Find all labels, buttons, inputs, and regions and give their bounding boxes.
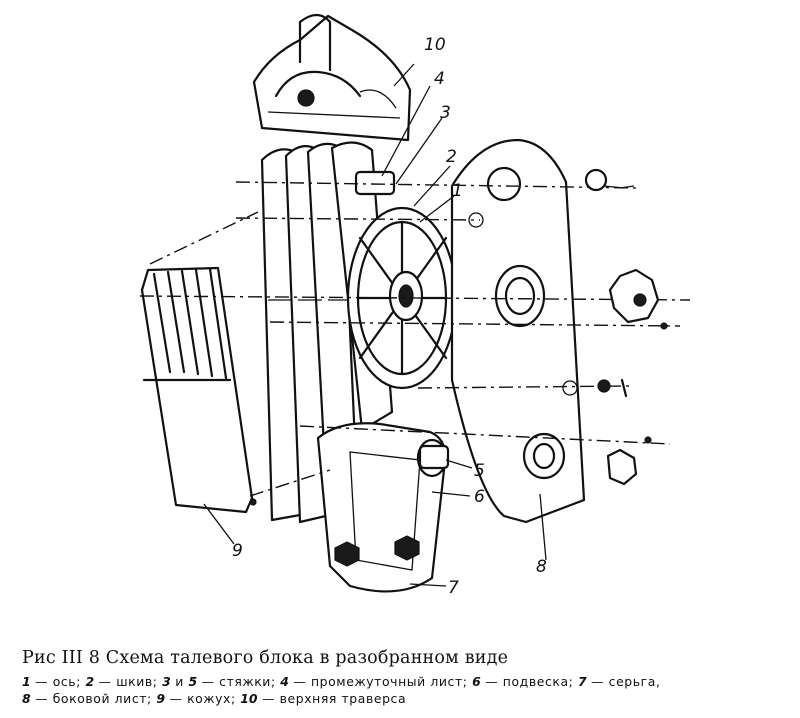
- legend-number: 4: [280, 674, 289, 689]
- callout-7: 7: [448, 578, 459, 598]
- legend-text: — кожух;: [165, 691, 241, 706]
- upper-traverse: [252, 13, 412, 142]
- legend-text: — промежуточный лист;: [288, 674, 473, 689]
- axis-lines: [139, 181, 691, 497]
- caption-legend: 1 — ось; 2 — шкив; 3 и 5 — стяжки; 4 — п…: [22, 673, 792, 707]
- legend-line-2: 8 — боковой лист; 9 — кожух; 10 — верхня…: [22, 690, 792, 707]
- legend-number: 2: [85, 674, 95, 689]
- legend-text: и: [170, 674, 189, 689]
- callout-labels: 1 2 3 4 5 6 7 8 9 10: [232, 35, 547, 598]
- nuts: [584, 168, 668, 486]
- callout-4: 4: [434, 69, 445, 89]
- legend-text: — подвеска;: [480, 674, 578, 689]
- legend-number: 10: [240, 691, 258, 706]
- legend-number: 8: [22, 691, 31, 706]
- callout-10: 10: [424, 35, 446, 55]
- legend-text: — верхняя траверса: [257, 691, 407, 706]
- legend-text: — боковой лист;: [30, 691, 157, 706]
- side-sheet: [450, 138, 586, 524]
- legend-number: 6: [472, 674, 481, 689]
- callout-5: 5: [474, 461, 485, 481]
- callout-6: 6: [474, 487, 485, 507]
- leader-lines: [203, 63, 547, 587]
- exploded-diagram: 1 2 3 4 5 6 7 8 9 10: [139, 13, 691, 598]
- legend-number: 5: [188, 674, 198, 689]
- tie-rods: [354, 170, 450, 470]
- legend-number: 7: [577, 674, 587, 689]
- legend-text: — стяжки;: [197, 674, 281, 689]
- callout-2: 2: [446, 147, 457, 167]
- callout-9: 9: [232, 541, 243, 561]
- figure-caption: Рис III 8 Схема талевого блока в разобра…: [22, 648, 792, 707]
- callout-8: 8: [536, 557, 547, 577]
- callout-1: 1: [452, 181, 463, 201]
- callout-3: 3: [440, 103, 451, 123]
- legend-number: 1: [22, 674, 31, 689]
- legend-number: 3: [162, 674, 171, 689]
- legend-text: — серьга,: [586, 674, 661, 689]
- legend-line-1: 1 — ось; 2 — шкив; 3 и 5 — стяжки; 4 — п…: [22, 673, 792, 690]
- legend-text: — ось;: [30, 674, 86, 689]
- legend-text: — шкив;: [94, 674, 163, 689]
- caption-title: Рис III 8 Схема талевого блока в разобра…: [22, 648, 509, 668]
- legend-number: 9: [156, 691, 165, 706]
- casing: [140, 266, 257, 514]
